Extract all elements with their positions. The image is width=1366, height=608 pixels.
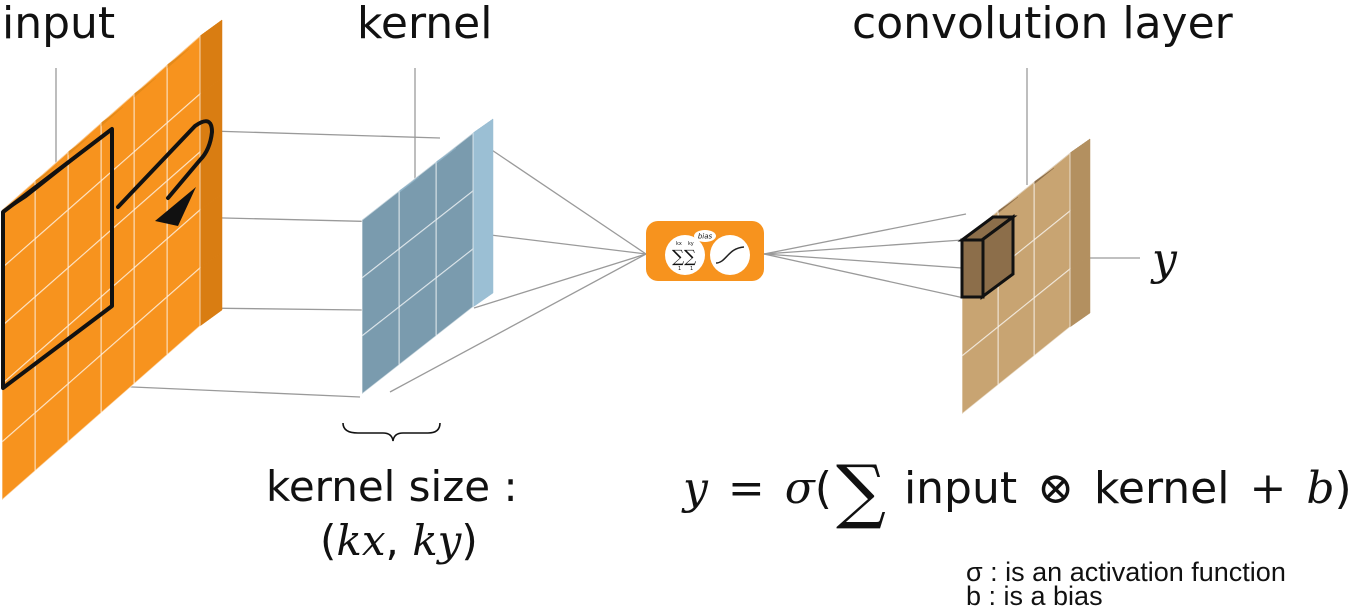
formula-lhs: y (683, 463, 708, 514)
kernel-size-open: ( (320, 516, 337, 565)
bias-bubble (694, 230, 716, 242)
receptive-field-top (2, 128, 113, 213)
convolution-layer-label: convolution layer (852, 0, 1233, 49)
output-cell-front (960, 238, 985, 299)
kernel-size-ky: ky (412, 516, 462, 565)
formula-b: b (1306, 463, 1335, 514)
sum-lower-index-2: 1 (690, 266, 693, 272)
neuron-unit: bias ∑ ∑ kx ky 1 1 (646, 221, 764, 281)
output-y-label: y (1152, 234, 1177, 285)
kernel-size-title: kernel size : (266, 462, 518, 511)
formula-sigma: σ (784, 463, 815, 514)
kernel-size-sep: , (385, 516, 413, 565)
slide-arrow-path (116, 119, 214, 209)
connector-line (763, 253, 963, 269)
formula-open: ( (814, 463, 832, 514)
sum-upper-index-2: ky (688, 241, 694, 247)
sum-circle (665, 235, 705, 275)
kernel-grid (361, 118, 494, 396)
connector-line (389, 253, 647, 393)
connector-line (763, 253, 965, 299)
formula: y = σ(∑ input ⊗ kernel + b) (683, 450, 1352, 532)
sum-upper-index-1: kx (676, 241, 682, 247)
input-grid (1, 19, 223, 502)
formula-plus: + (1249, 463, 1287, 514)
formula-sum: ∑ (835, 450, 886, 532)
kernel-label: kernel (357, 0, 493, 49)
slide-arrow-head (155, 187, 196, 226)
connector-line (763, 213, 967, 255)
formula-input: input (903, 463, 1018, 514)
connector-line (473, 253, 647, 309)
connector-line (763, 239, 963, 255)
formula-otimes: ⊗ (1037, 463, 1074, 514)
activation-circle (710, 235, 750, 275)
kernel-size-kx: kx (336, 516, 386, 565)
kernel-size-value: (kx, ky) (320, 520, 478, 562)
bias-note: b : is a bias (966, 581, 1103, 608)
connector-line (473, 137, 647, 255)
sum-symbol-2: ∑ (684, 247, 696, 267)
bias-label: bias (698, 233, 713, 241)
kernel-size-brace (342, 422, 441, 442)
sum-symbol-1: ∑ (672, 247, 684, 267)
input-cube-front (1, 411, 36, 502)
formula-kernel: kernel (1094, 463, 1230, 514)
conv-cube-front (961, 325, 999, 416)
sum-lower-index-1: 1 (678, 266, 681, 272)
formula-equals: = (727, 463, 765, 514)
formula-close: ) (1334, 463, 1352, 514)
input-label: input (2, 0, 116, 49)
sigma-note: σ : is an activation function (966, 557, 1286, 587)
kernel-size-close: ) (461, 516, 478, 565)
overlays (1, 119, 1018, 390)
kernel-cube-front (361, 305, 400, 396)
activation-curve-icon (715, 246, 745, 264)
